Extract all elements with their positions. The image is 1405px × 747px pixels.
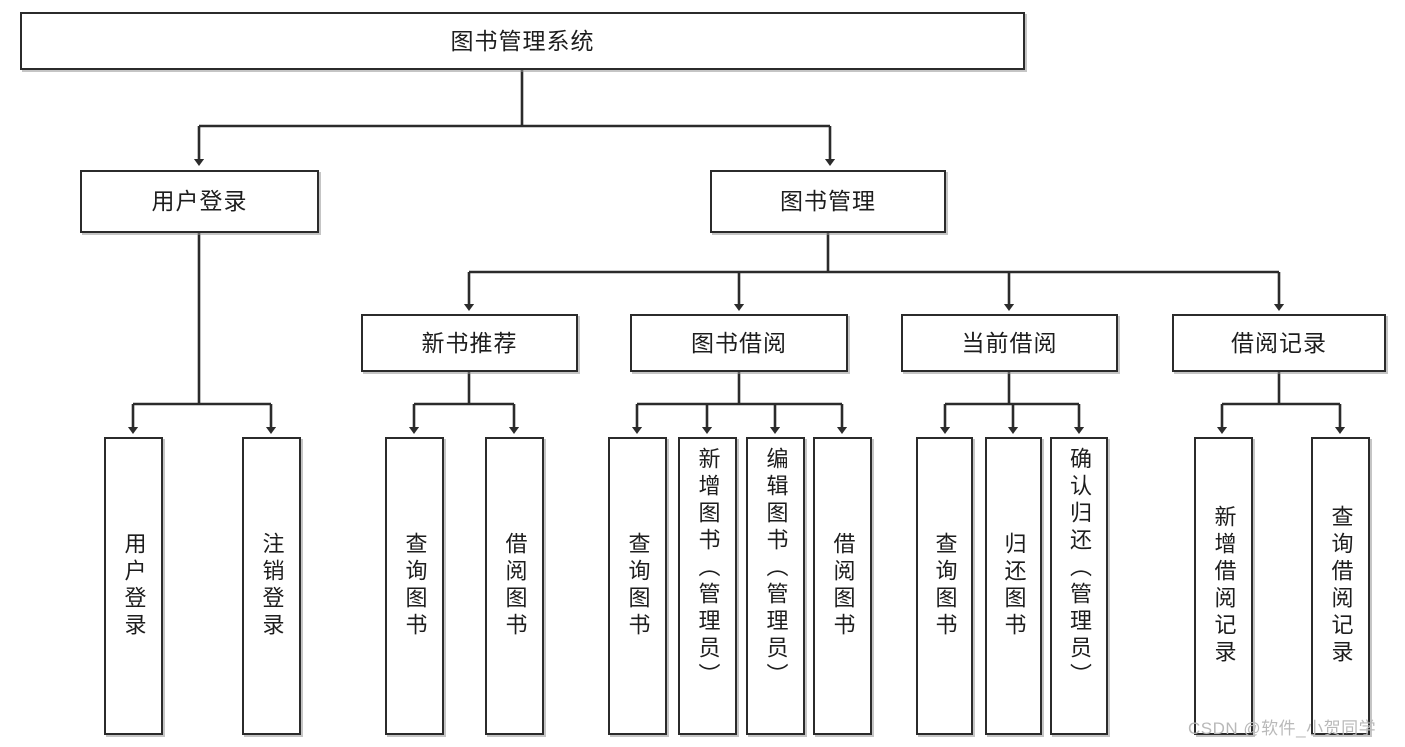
leaf-user-login-logout[interactable]: 注销登录 [242, 437, 301, 735]
leaf-label: 编辑图书（管理员） [763, 447, 789, 690]
node-book-management[interactable]: 图书管理 [710, 170, 946, 233]
leaf-label: 确认归还（管理员） [1067, 447, 1092, 690]
leaf-current-borrow-confirm-return-admin[interactable]: 确认归还（管理员） [1050, 437, 1108, 735]
leaf-label: 查询图书 [402, 532, 428, 640]
node-user-login[interactable]: 用户登录 [80, 170, 319, 233]
leaf-label: 新增借阅记录 [1211, 505, 1237, 667]
leaf-new-book-borrow-books[interactable]: 借阅图书 [485, 437, 544, 735]
node-label: 图书借阅 [691, 329, 787, 356]
node-label: 新书推荐 [421, 329, 518, 356]
leaf-label: 归还图书 [1001, 532, 1027, 640]
node-book-borrow[interactable]: 图书借阅 [630, 314, 848, 372]
leaf-current-borrow-query-books[interactable]: 查询图书 [916, 437, 973, 735]
leaf-label: 注销登录 [259, 532, 285, 640]
leaf-book-borrow-borrow-books[interactable]: 借阅图书 [813, 437, 872, 735]
leaf-book-borrow-edit-book-admin[interactable]: 编辑图书（管理员） [746, 437, 805, 735]
node-label: 借阅记录 [1231, 329, 1327, 356]
leaf-label: 查询图书 [932, 532, 958, 640]
leaf-borrow-record-query-record[interactable]: 查询借阅记录 [1311, 437, 1370, 735]
leaf-label: 借阅图书 [830, 532, 856, 640]
node-borrow-record[interactable]: 借阅记录 [1172, 314, 1386, 372]
node-root-book-management-system[interactable]: 图书管理系统 [20, 12, 1025, 70]
leaf-book-borrow-add-book-admin[interactable]: 新增图书（管理员） [678, 437, 737, 735]
leaf-book-borrow-query-books[interactable]: 查询图书 [608, 437, 667, 735]
node-current-borrow[interactable]: 当前借阅 [901, 314, 1118, 372]
node-new-book-recommendation[interactable]: 新书推荐 [361, 314, 578, 372]
leaf-label: 用户登录 [121, 532, 147, 640]
leaf-label: 借阅图书 [502, 532, 528, 640]
leaf-label: 新增图书（管理员） [695, 447, 721, 690]
node-label: 图书管理系统 [450, 27, 595, 54]
leaf-user-login-login[interactable]: 用户登录 [104, 437, 163, 735]
leaf-new-book-query-books[interactable]: 查询图书 [385, 437, 444, 735]
leaf-current-borrow-return-books[interactable]: 归还图书 [985, 437, 1042, 735]
leaf-label: 查询借阅记录 [1328, 505, 1354, 667]
node-label: 当前借阅 [961, 329, 1058, 356]
node-label: 图书管理 [780, 188, 876, 215]
leaf-label: 查询图书 [625, 532, 651, 640]
node-label: 用户登录 [151, 188, 248, 215]
leaf-borrow-record-add-record[interactable]: 新增借阅记录 [1194, 437, 1253, 735]
